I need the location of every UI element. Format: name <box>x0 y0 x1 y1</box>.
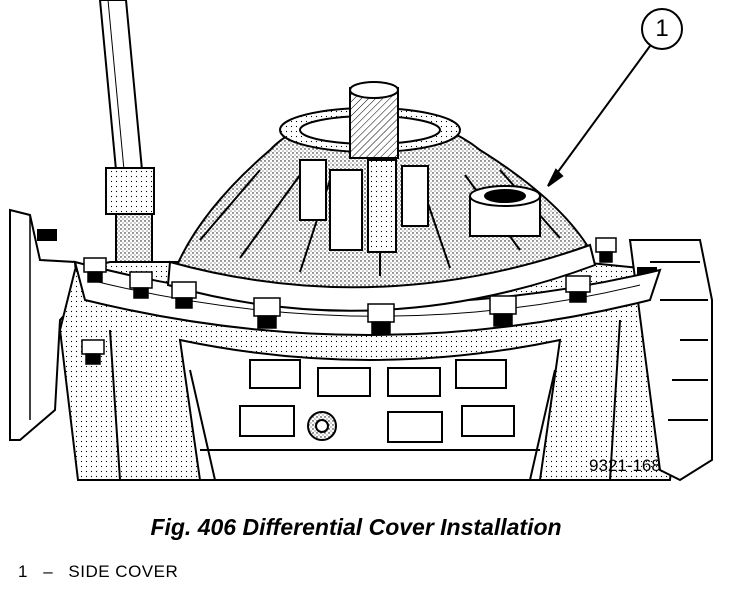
legend-item-number: 1 <box>18 562 28 581</box>
transmission-drawing <box>9 0 713 482</box>
bolt <box>81 339 105 365</box>
legend-item: 1 – SIDE COVER <box>18 562 178 582</box>
bolt <box>367 303 395 335</box>
shift-rod <box>98 0 155 293</box>
figure-reference-number: 9321-168 <box>589 456 661 475</box>
legend: 1 – SIDE COVER <box>18 562 178 582</box>
callout-number: 1 <box>655 15 669 42</box>
bolt <box>253 297 281 329</box>
bolt <box>171 281 197 309</box>
bolt <box>489 295 517 327</box>
side-cover <box>166 81 597 312</box>
bolt <box>129 271 153 299</box>
callout-marker: 1 <box>641 8 683 50</box>
callout-leader <box>547 45 651 187</box>
bolt <box>83 257 107 283</box>
technical-illustration <box>9 0 713 482</box>
case-ribs <box>109 319 621 481</box>
figure-caption: Fig. 406 Differential Cover Installation <box>150 514 562 540</box>
cover-bolts <box>81 237 617 365</box>
legend-item-text: SIDE COVER <box>68 562 179 581</box>
bolt <box>595 237 617 263</box>
bolt <box>565 275 591 303</box>
legend-item-dash: – <box>43 562 54 581</box>
